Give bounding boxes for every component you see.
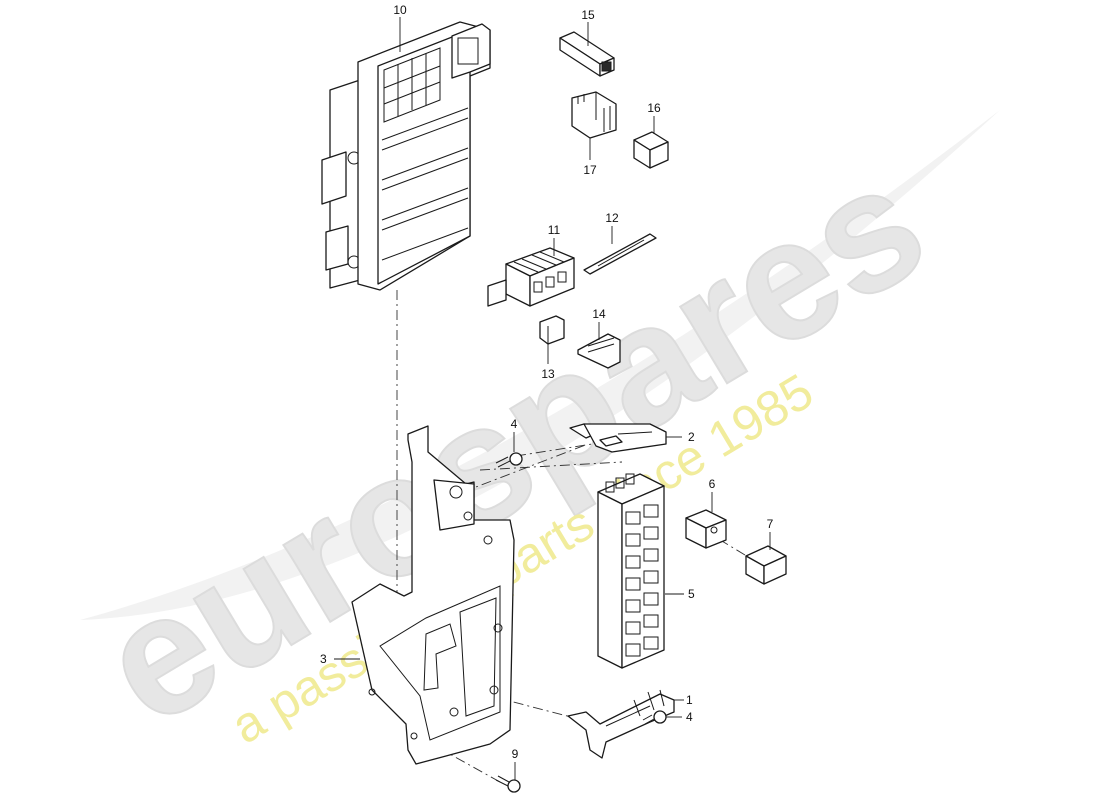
callout-2: 2	[688, 430, 695, 444]
part-6-relay-socket	[685, 509, 727, 549]
callout-7: 7	[767, 517, 774, 531]
callout-14: 14	[592, 307, 606, 321]
callout-15: 15	[581, 8, 595, 22]
callout-16: 16	[647, 101, 661, 115]
part-10-fuse-box-housing	[321, 21, 491, 291]
callout-11: 11	[548, 223, 561, 237]
fuse-holder-cells	[625, 504, 659, 657]
callout-4-upper: 4	[511, 417, 518, 431]
part-7-relay	[745, 545, 787, 585]
callout-1: 1	[686, 693, 693, 707]
part-4-screw-upper	[495, 452, 523, 468]
callout-12: 12	[605, 211, 619, 225]
callout-13: 13	[541, 367, 555, 381]
part-13-clip	[539, 315, 565, 345]
callout-6: 6	[709, 477, 716, 491]
part-5-fuse-holder	[597, 473, 665, 669]
callout-5: 5	[688, 587, 695, 601]
part-16-relay	[633, 131, 669, 169]
part-9-screw	[495, 775, 521, 793]
part-15-fuse-strip	[559, 31, 615, 77]
part-2-plug-connector	[569, 423, 667, 453]
part-12-cover-strip	[583, 233, 657, 275]
part-17-relay-base	[571, 91, 617, 139]
callout-9: 9	[512, 747, 519, 761]
part-14-fuse-puller	[577, 333, 621, 369]
part-1-lower-clip	[567, 689, 675, 759]
leader-lines	[334, 17, 771, 780]
watermark-brand: eurospares	[71, 127, 955, 762]
callout-4-lower: 4	[686, 710, 693, 724]
watermark: eurospares a passion for parts since 198…	[70, 110, 1000, 763]
part-11-connector-housing	[487, 247, 575, 307]
callout-10: 10	[393, 3, 407, 17]
part-3-mounting-bracket	[351, 425, 515, 765]
callouts: 10 15 16 17 11 12 13 14 4 2 5 6 7 3 1 4 …	[320, 3, 774, 761]
callout-17: 17	[583, 163, 597, 177]
callout-3: 3	[320, 652, 327, 666]
